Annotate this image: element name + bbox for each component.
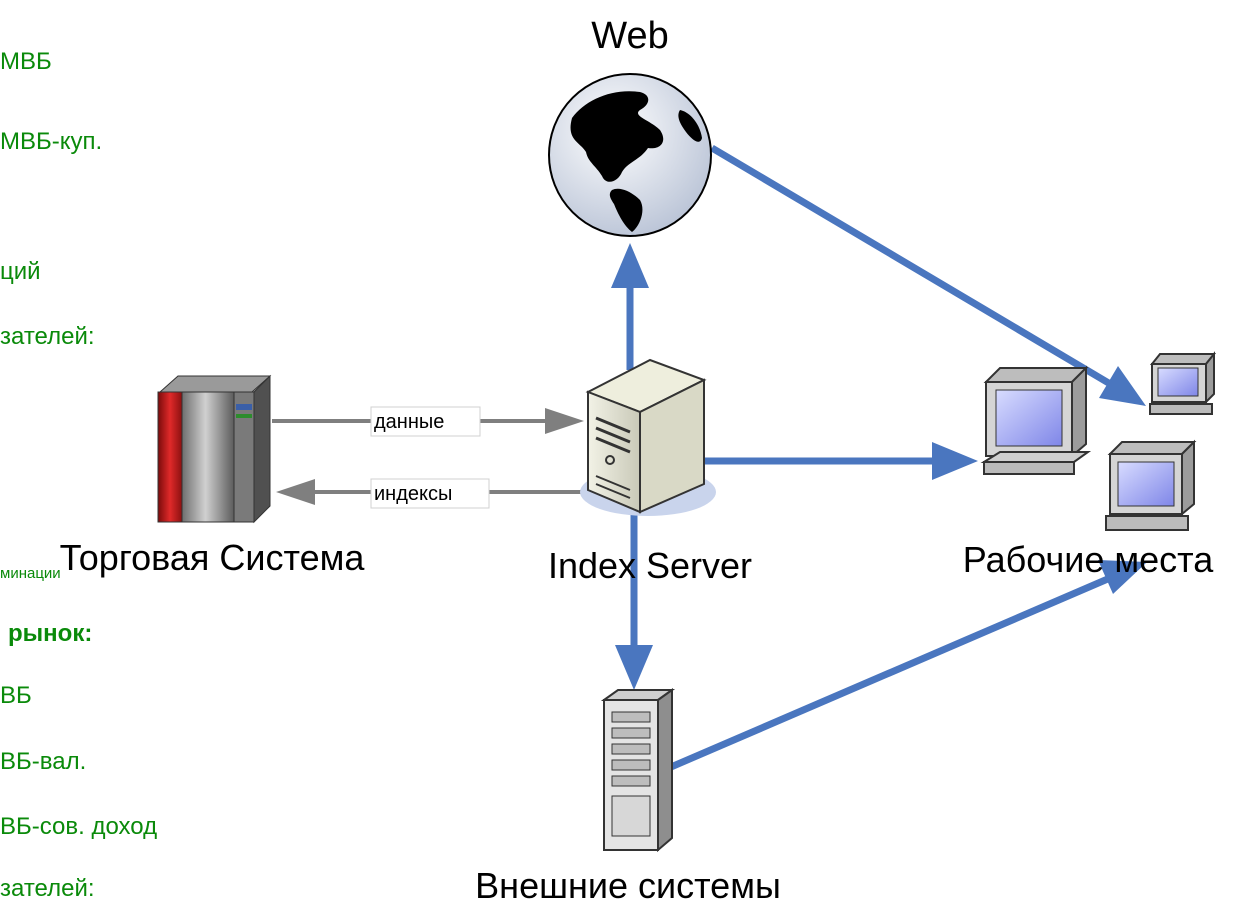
workstation-medium-icon [1105, 439, 1197, 531]
edge-server-to-workstations [704, 442, 978, 480]
node-label-web: Web [591, 15, 668, 57]
node-label-trading-system: Торговая Система [60, 537, 366, 578]
background-text-line: минации [0, 565, 61, 582]
globe-icon [548, 73, 712, 237]
edge-server-to-web [611, 243, 649, 370]
background-text-line: зателей: [0, 875, 95, 902]
edge-external-to-workstations [662, 560, 1147, 774]
node-label-index-server: Index Server [548, 545, 752, 586]
background-text-line: ВБ-вал. [0, 748, 87, 775]
workstation-icon [980, 365, 1092, 475]
edge-web-to-workstation [710, 144, 1146, 406]
background-text-line: ВБ [0, 682, 32, 709]
edge-server-to-external [615, 510, 653, 690]
background-text-line: МВБ [0, 48, 52, 75]
node-label-workstations: Рабочие места [963, 539, 1214, 580]
edge-label-data: данные [370, 406, 481, 437]
edge-label-indexes: индексы [370, 478, 490, 509]
workstation-small-icon [1149, 351, 1217, 415]
node-label-external-systems: Внешние системы [475, 865, 781, 906]
background-text-line: зателей: [0, 323, 95, 350]
edge-label-indexes-text: индексы [374, 483, 452, 505]
tower-server-icon [600, 688, 676, 853]
background-text-line: ВБ-сов. доход [0, 813, 158, 840]
mainframe-icon [157, 374, 272, 524]
server-icon [580, 358, 716, 516]
background-text-line: МВБ-куп. [0, 128, 103, 155]
background-text-line: рынок: [8, 620, 93, 647]
background-text-line: ций [0, 258, 41, 285]
edge-label-data-text: данные [374, 411, 444, 433]
